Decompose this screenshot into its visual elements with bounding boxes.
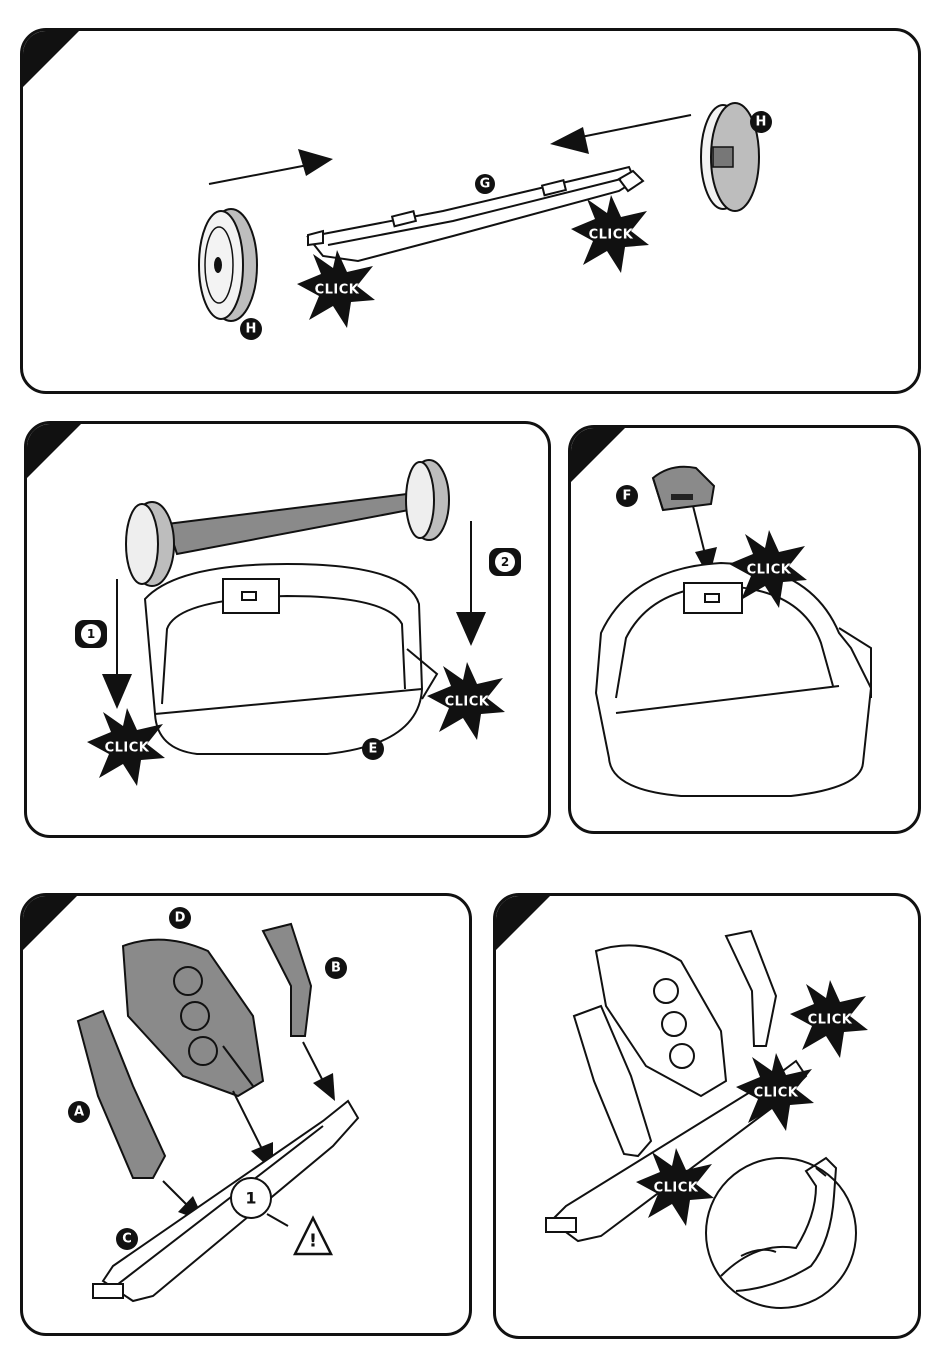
arrow-1 [102, 579, 132, 709]
engraved-number: 1 [245, 1189, 256, 1208]
svg-text:C: C [122, 1232, 132, 1247]
svg-text:F: F [623, 489, 632, 504]
warning-icon: ! [267, 1214, 331, 1254]
click-label: CLICK [445, 695, 490, 710]
svg-text:H: H [756, 115, 767, 130]
body-part [596, 563, 871, 796]
label-c: C [116, 1228, 138, 1250]
axle-body-illustration: 1 2 CLICK CLICK E [27, 424, 548, 835]
svg-text:E: E [369, 742, 378, 757]
arrow-b [303, 1042, 335, 1101]
part-b [263, 924, 311, 1036]
final-assembly-illustration: CLICK CLICK CLICK [496, 896, 918, 1336]
click-label: CLICK [747, 563, 792, 578]
part-f-illustration: F CLICK [571, 428, 918, 831]
click-burst-left: CLICK [297, 250, 375, 328]
wheel-left [199, 209, 257, 321]
label-h-left: H [240, 318, 262, 340]
panel-final-clicks: CLICK CLICK CLICK [493, 893, 921, 1339]
click-label: CLICK [589, 228, 634, 243]
detail-circle: 1 [231, 1178, 271, 1218]
click-label: CLICK [754, 1086, 799, 1101]
click-burst-left: CLICK [87, 708, 165, 786]
label-h-right: H [750, 111, 772, 133]
svg-text:B: B [331, 961, 341, 976]
push-arrow-left [550, 115, 691, 154]
panel-attach-f: F CLICK [568, 425, 921, 834]
abcd-illustration: D B A C 1 ! [23, 896, 469, 1333]
panel-axle-into-body: 1 2 CLICK CLICK E [24, 421, 551, 838]
svg-text:A: A [74, 1105, 84, 1120]
click-label: CLICK [105, 741, 150, 756]
click-label: CLICK [654, 1181, 699, 1196]
arrow-2 [456, 521, 486, 646]
label-g: G [475, 174, 495, 194]
part-f [653, 467, 714, 510]
step-1-badge: 1 [75, 620, 107, 648]
wheel-right [701, 103, 759, 211]
svg-text:G: G [480, 177, 491, 192]
body-part [145, 564, 437, 754]
label-f: F [616, 485, 638, 507]
panel-wheels-axle: CLICK CLICK G H H [20, 28, 921, 394]
push-arrow-right [209, 149, 333, 184]
click-label: CLICK [808, 1013, 853, 1028]
svg-text:D: D [175, 911, 186, 926]
click-burst-top: CLICK [790, 980, 868, 1058]
panel-assemble-abcd: D B A C 1 ! [20, 893, 472, 1336]
svg-text:!: ! [309, 1231, 317, 1252]
step-2-badge: 2 [489, 548, 521, 576]
svg-text:2: 2 [501, 555, 509, 569]
wheels-axle-illustration: CLICK CLICK G H H [23, 31, 918, 391]
svg-text:1: 1 [87, 627, 95, 641]
svg-text:H: H [246, 322, 257, 337]
click-burst-right: CLICK [571, 195, 649, 273]
label-e: E [362, 738, 384, 760]
label-a: A [68, 1101, 90, 1123]
click-label: CLICK [315, 283, 360, 298]
label-b: B [325, 957, 347, 979]
label-d: D [169, 907, 191, 929]
click-burst-right: CLICK [427, 662, 505, 740]
part-d [123, 940, 263, 1096]
flexed-arm-icon [706, 1158, 856, 1308]
